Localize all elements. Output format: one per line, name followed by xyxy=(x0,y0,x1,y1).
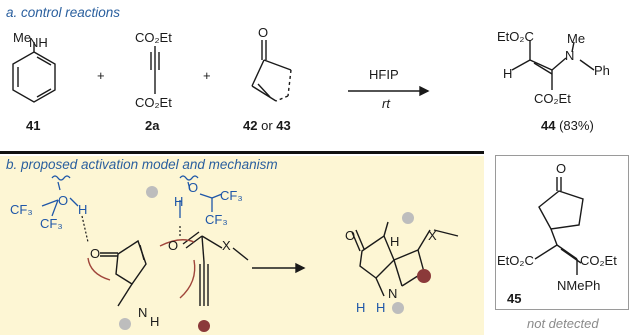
x-label: X xyxy=(222,238,231,253)
compound-45-label: 45 xyxy=(507,291,522,306)
hfip-cf3-2: CF₃ xyxy=(40,216,63,231)
hfip-cf3-1: CF₃ xyxy=(10,202,33,217)
hfip-h-2: H xyxy=(174,194,184,209)
ester-bottom-label: CO₂Et xyxy=(135,95,172,110)
product-h-top: H xyxy=(390,234,400,249)
compound-2a-label: 2a xyxy=(145,118,160,133)
box45-amine: NMePh xyxy=(557,278,601,293)
product-ph: Ph xyxy=(594,63,610,78)
condition-solvent: HFIP xyxy=(369,67,399,82)
product-h-right: H xyxy=(376,300,386,315)
amine-label: NH xyxy=(29,35,48,50)
plus-sign-2: + xyxy=(203,68,211,83)
or-text: or xyxy=(261,118,273,133)
product-ester-left: EtO₂C xyxy=(497,29,534,44)
grey-dot-2 xyxy=(119,318,131,330)
compound-43: 43 xyxy=(276,118,291,133)
panel-b-title: b. proposed activation model and mechani… xyxy=(6,157,278,172)
hfip-o-2: O xyxy=(188,180,199,195)
product-x: X xyxy=(428,228,437,243)
not-detected-caption: not detected xyxy=(527,316,599,331)
compound-44: 44 xyxy=(541,118,556,133)
grey-dot-4 xyxy=(392,302,404,314)
box45-ester-right: CO₂Et xyxy=(580,253,617,268)
compound-41-label: 41 xyxy=(26,118,41,133)
compound-44-label: 44 (83%) xyxy=(541,118,594,133)
ketone-o-label: O xyxy=(258,25,269,40)
yield-44: (83%) xyxy=(559,118,594,133)
maroon-dot-1 xyxy=(198,320,210,332)
grey-dot-3 xyxy=(402,212,414,224)
amine-h: H xyxy=(150,314,160,329)
product-h: H xyxy=(503,66,513,81)
methyl-label: Me xyxy=(13,30,32,45)
enone-o: O xyxy=(90,246,101,261)
compound-42-43-label: 42 or 43 xyxy=(243,118,291,133)
panel-a-structures xyxy=(12,40,595,103)
product-n: N xyxy=(565,48,575,63)
amine-n: N xyxy=(138,305,148,320)
box45-ester-left: EtO₂C xyxy=(497,253,534,268)
hfip-cf3-3: CF₃ xyxy=(220,188,243,203)
compound-45-structure xyxy=(534,177,584,275)
hfip-o-1: O xyxy=(58,193,69,208)
compound-42: 42 xyxy=(243,118,258,133)
condition-temperature: rt xyxy=(382,96,390,111)
benzene-ring-41 xyxy=(12,51,56,103)
plus-sign-1: + xyxy=(97,68,105,83)
grey-dot-1 xyxy=(146,186,158,198)
panel-b-background xyxy=(0,156,484,335)
section-divider xyxy=(0,151,484,154)
panel-b-structures xyxy=(41,175,459,332)
ester-top-label: CO₂Et xyxy=(135,30,172,45)
hfip-h-1: H xyxy=(78,202,88,217)
product-n: N xyxy=(388,286,398,301)
product-ketone-o: O xyxy=(345,228,356,243)
ester-o: O xyxy=(168,238,179,253)
box45-o: O xyxy=(556,161,567,176)
hfip-cf3-4: CF₃ xyxy=(205,212,228,227)
product-h-left: H xyxy=(356,300,366,315)
product-me: Me xyxy=(567,31,586,46)
maroon-dot-2 xyxy=(417,269,431,283)
product-ester-bottom: CO₂Et xyxy=(534,91,571,106)
compound-45-box xyxy=(495,155,629,310)
panel-a-title: a. control reactions xyxy=(6,5,121,20)
